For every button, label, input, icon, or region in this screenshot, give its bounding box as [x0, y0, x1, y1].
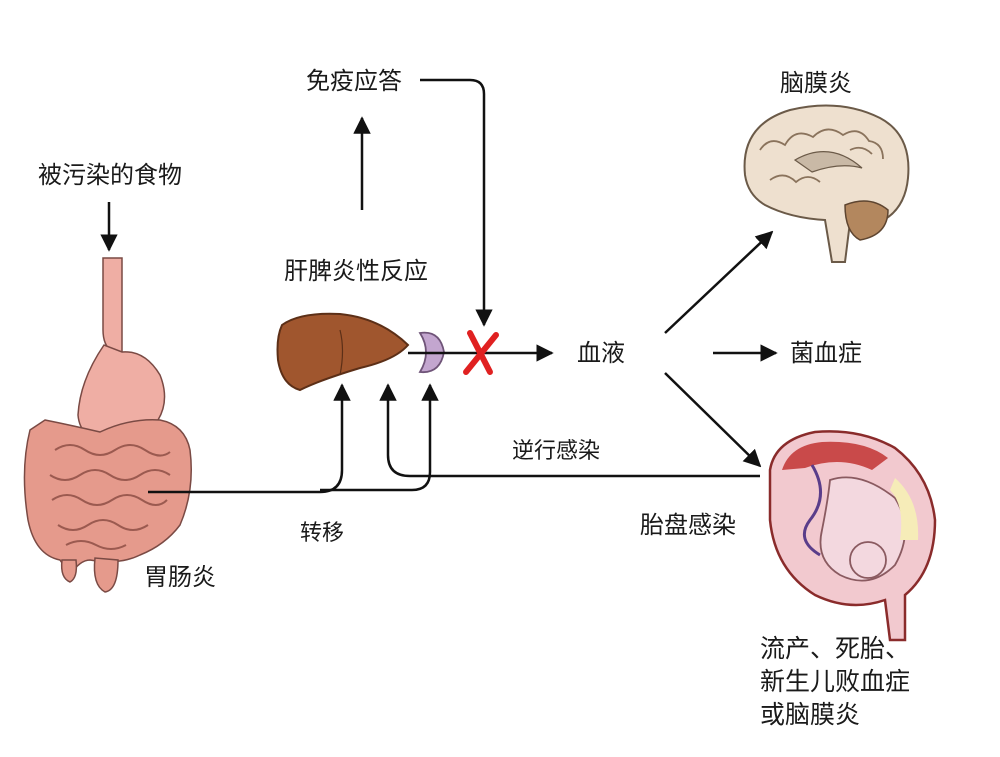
label-gastroenteritis: 胃肠炎 [144, 563, 216, 591]
uterus-fetus-icon [768, 430, 937, 642]
label-outcomes: 流产、死胎、 新生儿败血症 或脑膜炎 [760, 632, 970, 731]
metastasis-spleen-arrow [320, 383, 439, 492]
label-meningitis: 脑膜炎 [780, 69, 852, 97]
stomach-intestine-icon [23, 257, 192, 593]
to-meningitis-arrow [664, 230, 774, 334]
label-placental-infection: 胎盘感染 [640, 511, 736, 539]
immune-feedback-arrow [420, 78, 493, 327]
outcomes-line-1: 流产、死胎、 [760, 634, 911, 663]
outcomes-line-2: 新生儿败血症 [760, 667, 911, 696]
label-metastasis: 转移 [300, 521, 345, 546]
liver-icon [276, 312, 410, 392]
label-bacteremia: 菌血症 [790, 339, 862, 367]
retrograde-arrow [379, 383, 760, 478]
label-blood: 血液 [577, 339, 625, 367]
label-contaminated-food: 被污染的食物 [38, 161, 182, 189]
label-retrograde-infection: 逆行感染 [512, 439, 601, 464]
block-x-icon [463, 330, 499, 375]
outcomes-line-3: 或脑膜炎 [760, 700, 861, 729]
to-placenta-arrow [664, 372, 762, 468]
label-hepatosplenic-inflammation: 肝脾炎性反应 [284, 257, 428, 285]
metastasis-liver-arrow [148, 383, 351, 494]
label-immune-response: 免疫应答 [306, 67, 402, 95]
brain-icon [743, 104, 910, 263]
